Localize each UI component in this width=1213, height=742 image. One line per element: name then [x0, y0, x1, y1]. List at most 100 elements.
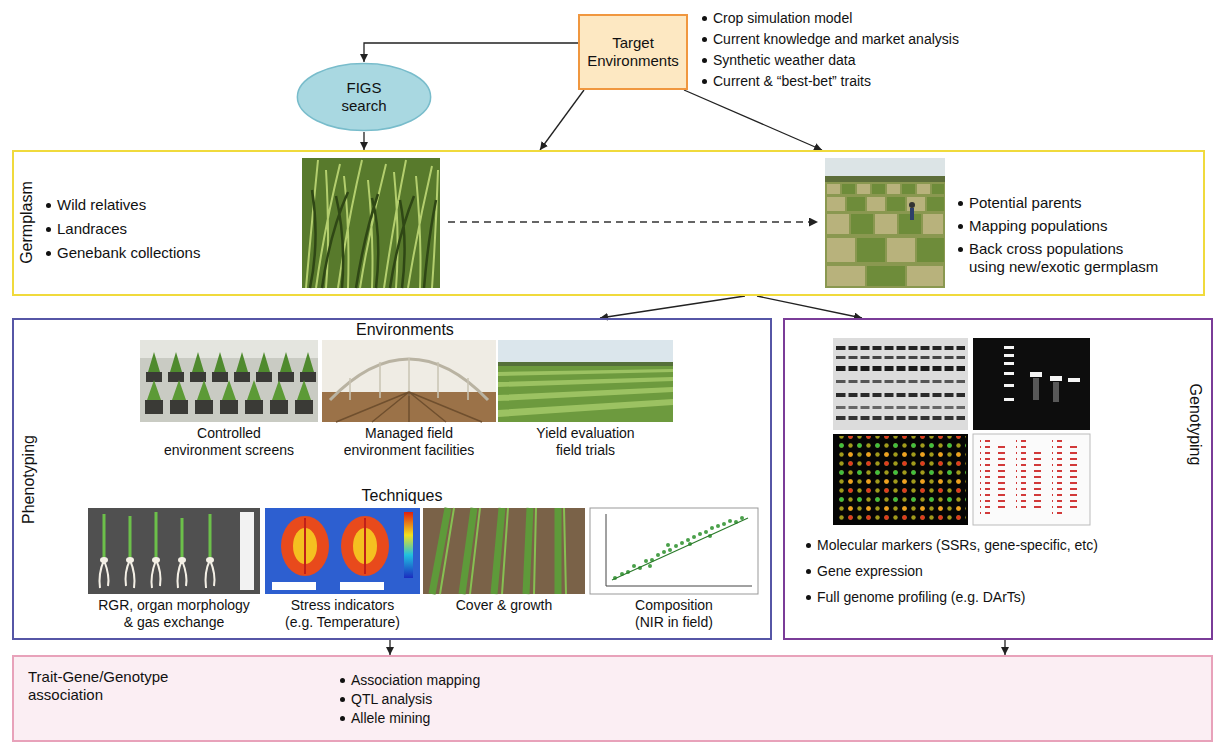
- bullet-text: Full genome profiling (e.g. DArTs): [817, 589, 1026, 606]
- bullet-dot: [340, 716, 345, 721]
- controlled-environment-photo: [170, 400, 188, 414]
- dart-profile-image: [973, 434, 1090, 525]
- polytunnel-photo: [322, 392, 496, 422]
- field-plots-photo: [825, 158, 945, 178]
- text-holder: Mapping populations: [958, 217, 1107, 235]
- field-plots-photo: [857, 184, 870, 194]
- bullet-text: QTL analysis: [351, 691, 432, 708]
- text-holder: Genebank collections: [46, 244, 200, 262]
- dart-profile-image: [973, 434, 1090, 525]
- text-holder: Germplasm: [16, 181, 35, 264]
- nir-scatter-plot: [590, 508, 758, 594]
- thermal-image: [265, 508, 420, 594]
- polytunnel-photo: [336, 392, 482, 422]
- thermal-image: [305, 518, 365, 574]
- field-trial-photo: [498, 340, 673, 362]
- bullet-text: Genebank collections: [57, 244, 200, 262]
- seedling-photo: [152, 557, 160, 563]
- field-plots-photo: [907, 197, 925, 211]
- expression-gel-image: [1004, 398, 1014, 401]
- controlled-environment-photo: [212, 372, 228, 382]
- nir-scatter-plot: [698, 532, 702, 536]
- field-plots-photo: [851, 214, 873, 234]
- thermal-image: [272, 582, 316, 590]
- text-holder: Controlled environment screens: [158, 425, 300, 459]
- flow-arrow: [364, 43, 578, 62]
- text-holder: Cover & growth: [434, 597, 574, 614]
- bullet-text: Molecular markers (SSRs, gene-specific, …: [817, 537, 1098, 554]
- ellipse-outline: [297, 63, 430, 130]
- text-holder: Techniques: [362, 486, 443, 505]
- nir-scatter-plot: [686, 538, 690, 542]
- marker-gel-image: [833, 338, 968, 430]
- flow-arrow: [684, 90, 822, 150]
- field-plots-photo: [827, 214, 849, 234]
- crop-cover-photo: [440, 508, 566, 594]
- text-holder: Environments: [356, 320, 454, 339]
- nir-scatter-plot: [666, 543, 670, 547]
- technique-panel: Cover & growth: [423, 508, 585, 614]
- nir-scatter-plot: [648, 564, 652, 568]
- bullet-text: Synthetic weather data: [713, 52, 855, 69]
- bullet-text: Association mapping: [351, 672, 480, 689]
- marker-gel-image: [836, 416, 965, 420]
- text-holder: Current knowledge and market analysis: [702, 31, 959, 48]
- flow-arrow: [1004, 640, 1005, 655]
- microarray-image: [835, 436, 966, 523]
- microarray-image: [833, 434, 968, 525]
- nir-scatter-plot: [644, 559, 648, 563]
- field-plots-photo: [825, 158, 945, 288]
- nir-scatter-plot: [662, 550, 666, 554]
- field-plots-photo: [917, 184, 930, 194]
- controlled-environment-photo: [270, 400, 288, 414]
- dart-profile-image: [980, 440, 990, 518]
- expression-gel-image: [1036, 378, 1056, 402]
- technique-panel: RGR, organ morphology & gas exchange: [88, 508, 260, 631]
- text-holder: Back cross populations using new/exotic …: [958, 240, 1163, 276]
- field-trial-photo: [498, 362, 673, 366]
- controlled-environment-photo: [140, 340, 318, 422]
- marker-gel-image: [836, 366, 965, 371]
- photo-caption: Composition (NIR in field): [624, 597, 724, 631]
- marker-gel-image: [833, 338, 968, 430]
- bullet-text: Crop simulation model: [713, 10, 852, 27]
- bullet-text: Back cross populations using new/exotic …: [969, 240, 1163, 276]
- field-plots-photo: [825, 176, 945, 182]
- environment-panel: Yield evaluation field trials: [498, 340, 673, 459]
- text-holder: Trait-Gene/Genotype association: [28, 668, 198, 704]
- text-holder: Stress indicators (e.g. Temperature): [281, 597, 405, 631]
- expression-gel-image: [1004, 362, 1014, 365]
- nir-scatter-plot: [590, 508, 758, 594]
- expression-gel-image: [973, 338, 1090, 430]
- field-plots-photo: [827, 266, 865, 286]
- bullet-dot: [806, 595, 811, 600]
- field-plots-photo: [867, 266, 905, 286]
- thermal-image: [340, 582, 384, 590]
- field-plots-photo: [842, 184, 855, 194]
- bullet-text: Current & “best-bet” traits: [713, 73, 871, 90]
- dart-profile-image: [1052, 440, 1062, 518]
- seedling-photo: [206, 557, 214, 563]
- bullet-dot: [340, 697, 345, 702]
- text-holder: Target Environments: [585, 34, 681, 70]
- bullet-dot: [46, 227, 51, 232]
- dart-profile-image: [1070, 446, 1080, 512]
- seedling-photo: [88, 508, 260, 594]
- field-plots-photo: [842, 184, 944, 286]
- expression-gel-image: [1068, 378, 1080, 382]
- field-plots-photo: [902, 184, 915, 194]
- wild-relatives-photo: [310, 190, 436, 288]
- field-plots-photo: [827, 238, 855, 262]
- photo-caption: Cover & growth: [434, 597, 574, 614]
- flow-arrow: [757, 296, 862, 318]
- controlled-environment-photo: [295, 400, 313, 414]
- thermal-image: [265, 508, 420, 594]
- seedling-photo: [100, 557, 108, 563]
- expression-gel-image: [1004, 384, 1014, 387]
- node-label: Target Environments: [585, 34, 681, 70]
- controlled-environment-photo: [300, 372, 316, 382]
- seedling-photo: [178, 557, 186, 563]
- text-holder: QTL analysis: [340, 691, 432, 708]
- association-band: Trait-Gene/Genotype association Associati…: [12, 655, 1213, 742]
- field-plots-photo: [887, 184, 900, 194]
